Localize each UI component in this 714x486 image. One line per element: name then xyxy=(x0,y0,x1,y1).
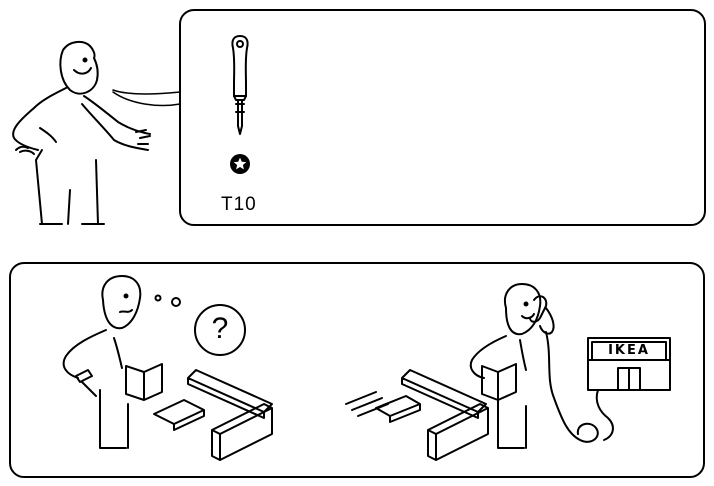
speech-bubble-frame xyxy=(179,9,706,226)
thought-dot-small xyxy=(154,294,162,302)
furniture-parts-icon xyxy=(345,369,489,461)
ikea-store-icon xyxy=(587,337,671,391)
question-bubble xyxy=(194,304,246,356)
speech-bubble-tail xyxy=(112,89,181,107)
furniture-parts-icon xyxy=(153,369,273,461)
pointing-figure-icon xyxy=(12,40,151,225)
tool-size-label: T10 xyxy=(221,194,257,215)
torx-bit-icon xyxy=(230,154,250,174)
ikea-store-sign: IKEA xyxy=(608,343,650,358)
calling-figure-icon xyxy=(469,283,614,449)
question-mark: ? xyxy=(211,312,229,345)
confused-figure-icon xyxy=(62,275,163,449)
help-panel-frame xyxy=(9,262,705,478)
screwdriver-icon xyxy=(231,35,249,135)
thought-dot-large xyxy=(171,297,181,307)
